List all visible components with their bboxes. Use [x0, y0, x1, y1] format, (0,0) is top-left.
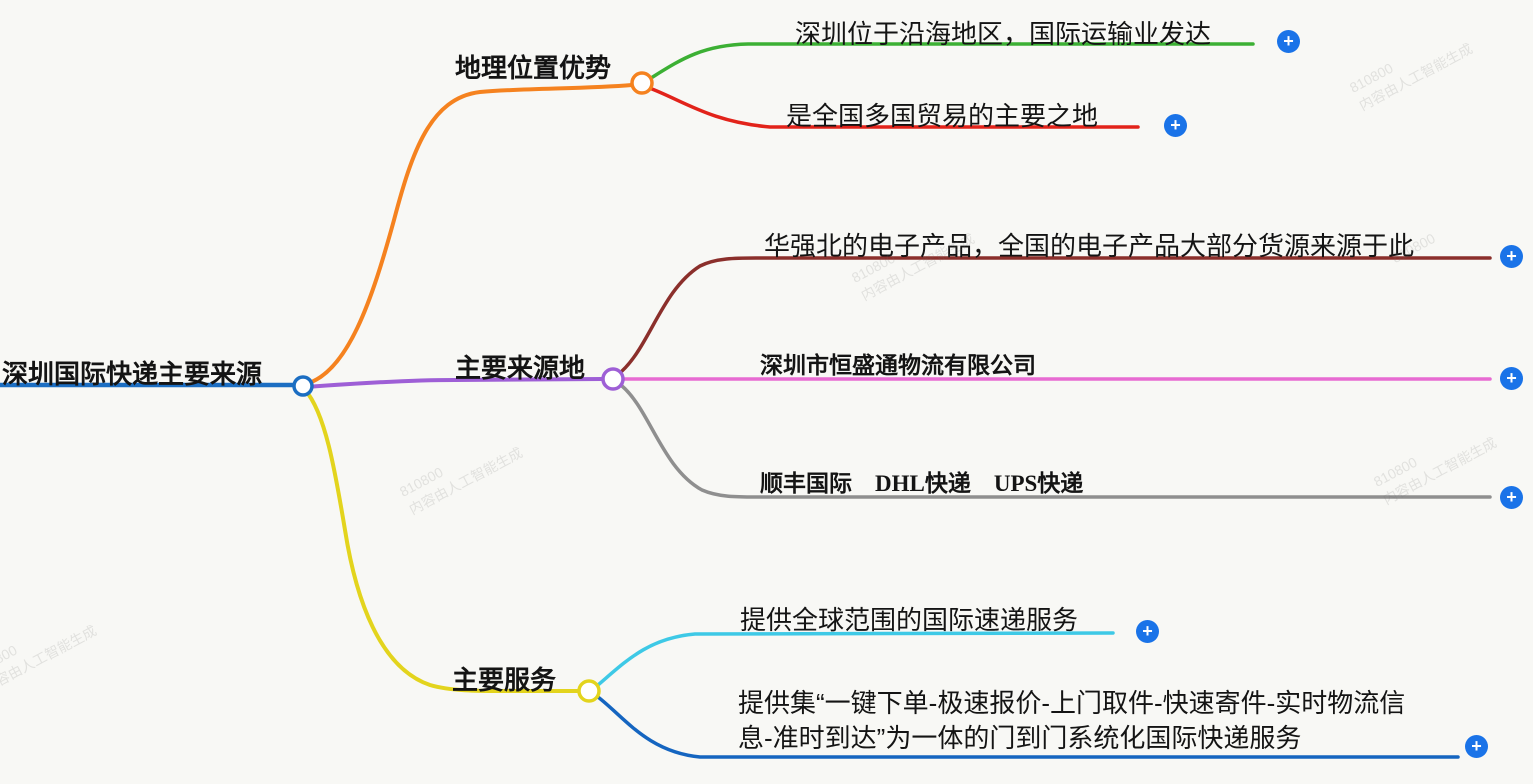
add-child-button-trade[interactable]: + [1164, 114, 1187, 137]
leaf-line-door-to-door [596, 695, 1460, 759]
leaf-node-global-express[interactable]: 提供全球范围的国际速递服务 [740, 605, 1079, 635]
branch-line-services [303, 388, 579, 693]
plus-icon: + [1170, 115, 1181, 135]
leaf-node-door-to-door[interactable]: 提供集“一键下单-极速报价-上门取件-快速寄件-实时物流信息-准时到达”为一体的… [738, 688, 1406, 753]
root-node[interactable]: 深圳国际快递主要来源 [2, 359, 263, 389]
geography-node-handle[interactable] [630, 71, 654, 95]
leaf-node-hengshengtong[interactable]: 深圳市恒盛通物流有限公司 [760, 353, 1036, 378]
services-node-handle[interactable] [577, 679, 601, 703]
plus-icon: + [1471, 736, 1482, 756]
leaf-node-huaqiangbei[interactable]: 华强北的电子产品，全国的电子产品大部分货源来源于此 [764, 231, 1415, 261]
add-child-button-couriers[interactable]: + [1500, 486, 1523, 509]
leaf-line-huaqiangbei [620, 256, 1492, 373]
add-child-button-global-express[interactable]: + [1136, 620, 1159, 643]
plus-icon: + [1506, 246, 1517, 266]
add-child-button-huaqiangbei[interactable]: + [1500, 245, 1523, 268]
sources-node-handle[interactable] [601, 367, 625, 391]
leaf-line-coastal [649, 42, 1255, 80]
plus-icon: + [1506, 368, 1517, 388]
add-child-button-door-to-door[interactable]: + [1465, 735, 1488, 758]
leaf-node-trade[interactable]: 是全国多国贸易的主要之地 [786, 101, 1099, 131]
branch-node-services[interactable]: 主要服务 [452, 665, 557, 695]
branch-line-sources [304, 377, 604, 389]
leaf-node-coastal[interactable]: 深圳位于沿海地区，国际运输业发达 [795, 19, 1212, 49]
branch-node-geography[interactable]: 地理位置优势 [455, 53, 612, 83]
leaf-line-couriers [620, 384, 1492, 499]
leaf-node-couriers[interactable]: 顺丰国际 DHL快递 UPS快递 [760, 471, 1084, 496]
leaf-line-global-express [596, 631, 1115, 687]
add-child-button-hengshengtong[interactable]: + [1500, 367, 1523, 390]
plus-icon: + [1506, 487, 1517, 507]
leaf-line-trade [650, 87, 1140, 129]
branch-line-geography [304, 83, 634, 386]
root-node-handle[interactable] [292, 375, 314, 397]
plus-icon: + [1142, 621, 1153, 641]
add-child-button-coastal[interactable]: + [1277, 30, 1300, 53]
plus-icon: + [1283, 31, 1294, 51]
branch-node-sources[interactable]: 主要来源地 [455, 353, 586, 383]
